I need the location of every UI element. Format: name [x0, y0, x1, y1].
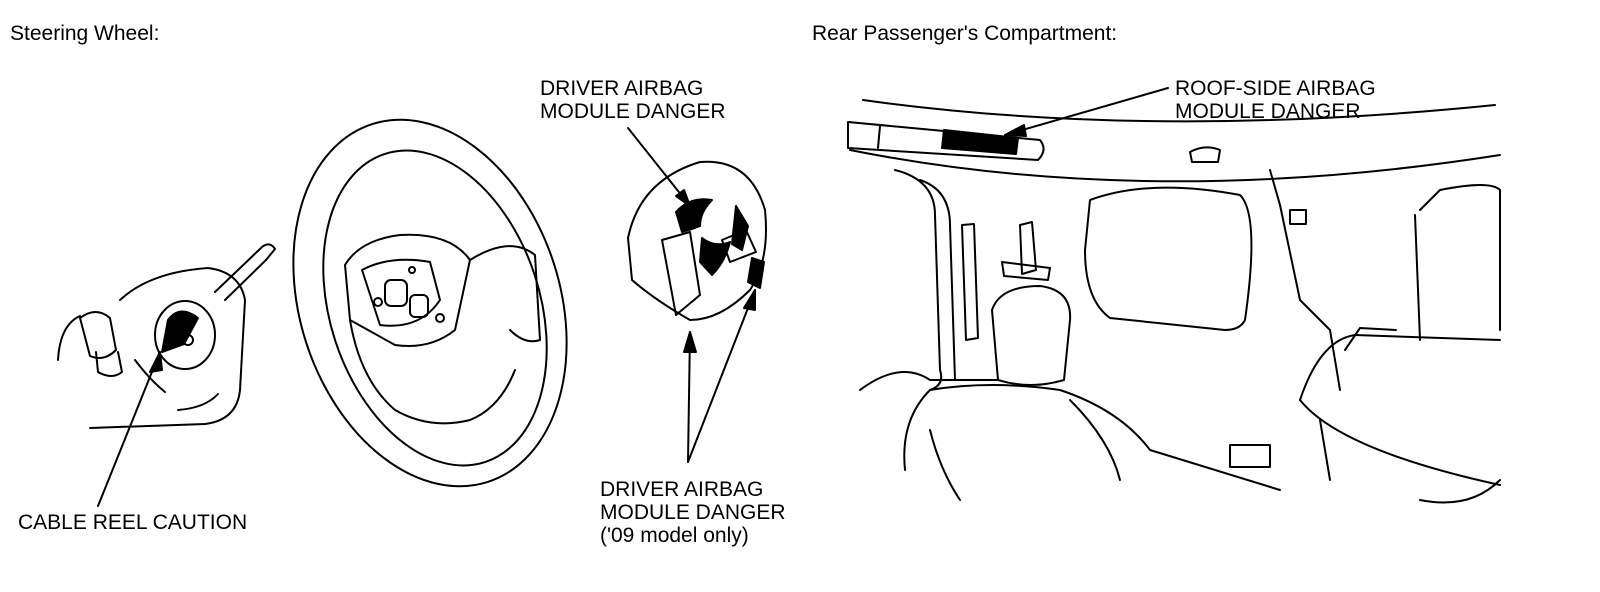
cable-reel-caution-label: CABLE REEL CAUTION: [18, 511, 248, 534]
driver-airbag-bottom-label: DRIVER AIRBAG MODULE DANGER ('09 model o…: [600, 478, 786, 547]
driver-airbag-top-leader: [627, 127, 691, 207]
roof-side-airbag-leader: [1004, 87, 1169, 137]
column-switch-illustration: [57, 243, 276, 429]
steering-wheel-heading: Steering Wheel:: [10, 22, 160, 45]
steering-wheel-illustration: [292, 118, 568, 488]
roof-side-airbag-label: ROOF-SIDE AIRBAG MODULE DANGER: [1175, 77, 1376, 123]
driver-airbag-bottom-leaders: [683, 289, 756, 463]
driver-airbag-module-illustration: [627, 160, 767, 321]
rear-compartment-illustration: [847, 99, 1501, 504]
rear-compartment-heading: Rear Passenger's Compartment:: [812, 22, 1118, 45]
cable-reel-leader: [97, 351, 163, 507]
driver-airbag-top-label: DRIVER AIRBAG MODULE DANGER: [540, 77, 726, 123]
